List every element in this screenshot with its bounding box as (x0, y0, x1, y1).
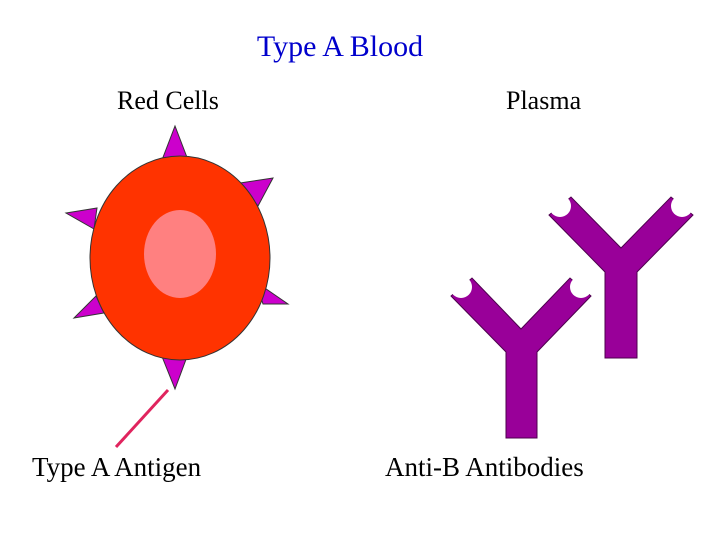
antigen-spike-icon (161, 124, 189, 161)
antigen-spike-icon (64, 207, 98, 230)
red-cell-nucleus (144, 210, 216, 298)
anti-b-antibodies-label: Anti-B Antibodies (385, 452, 584, 482)
red-cells-heading: Red Cells (117, 86, 219, 115)
type-a-antigen-label: Type A Antigen (32, 452, 202, 482)
antibody-icon (548, 195, 694, 359)
diagram-title: Type A Blood (256, 30, 424, 63)
antibody-icon (450, 276, 592, 439)
plasma-heading: Plasma (506, 86, 582, 115)
antigen-spikes (64, 124, 290, 391)
antigen-pointer-line (114, 388, 170, 449)
